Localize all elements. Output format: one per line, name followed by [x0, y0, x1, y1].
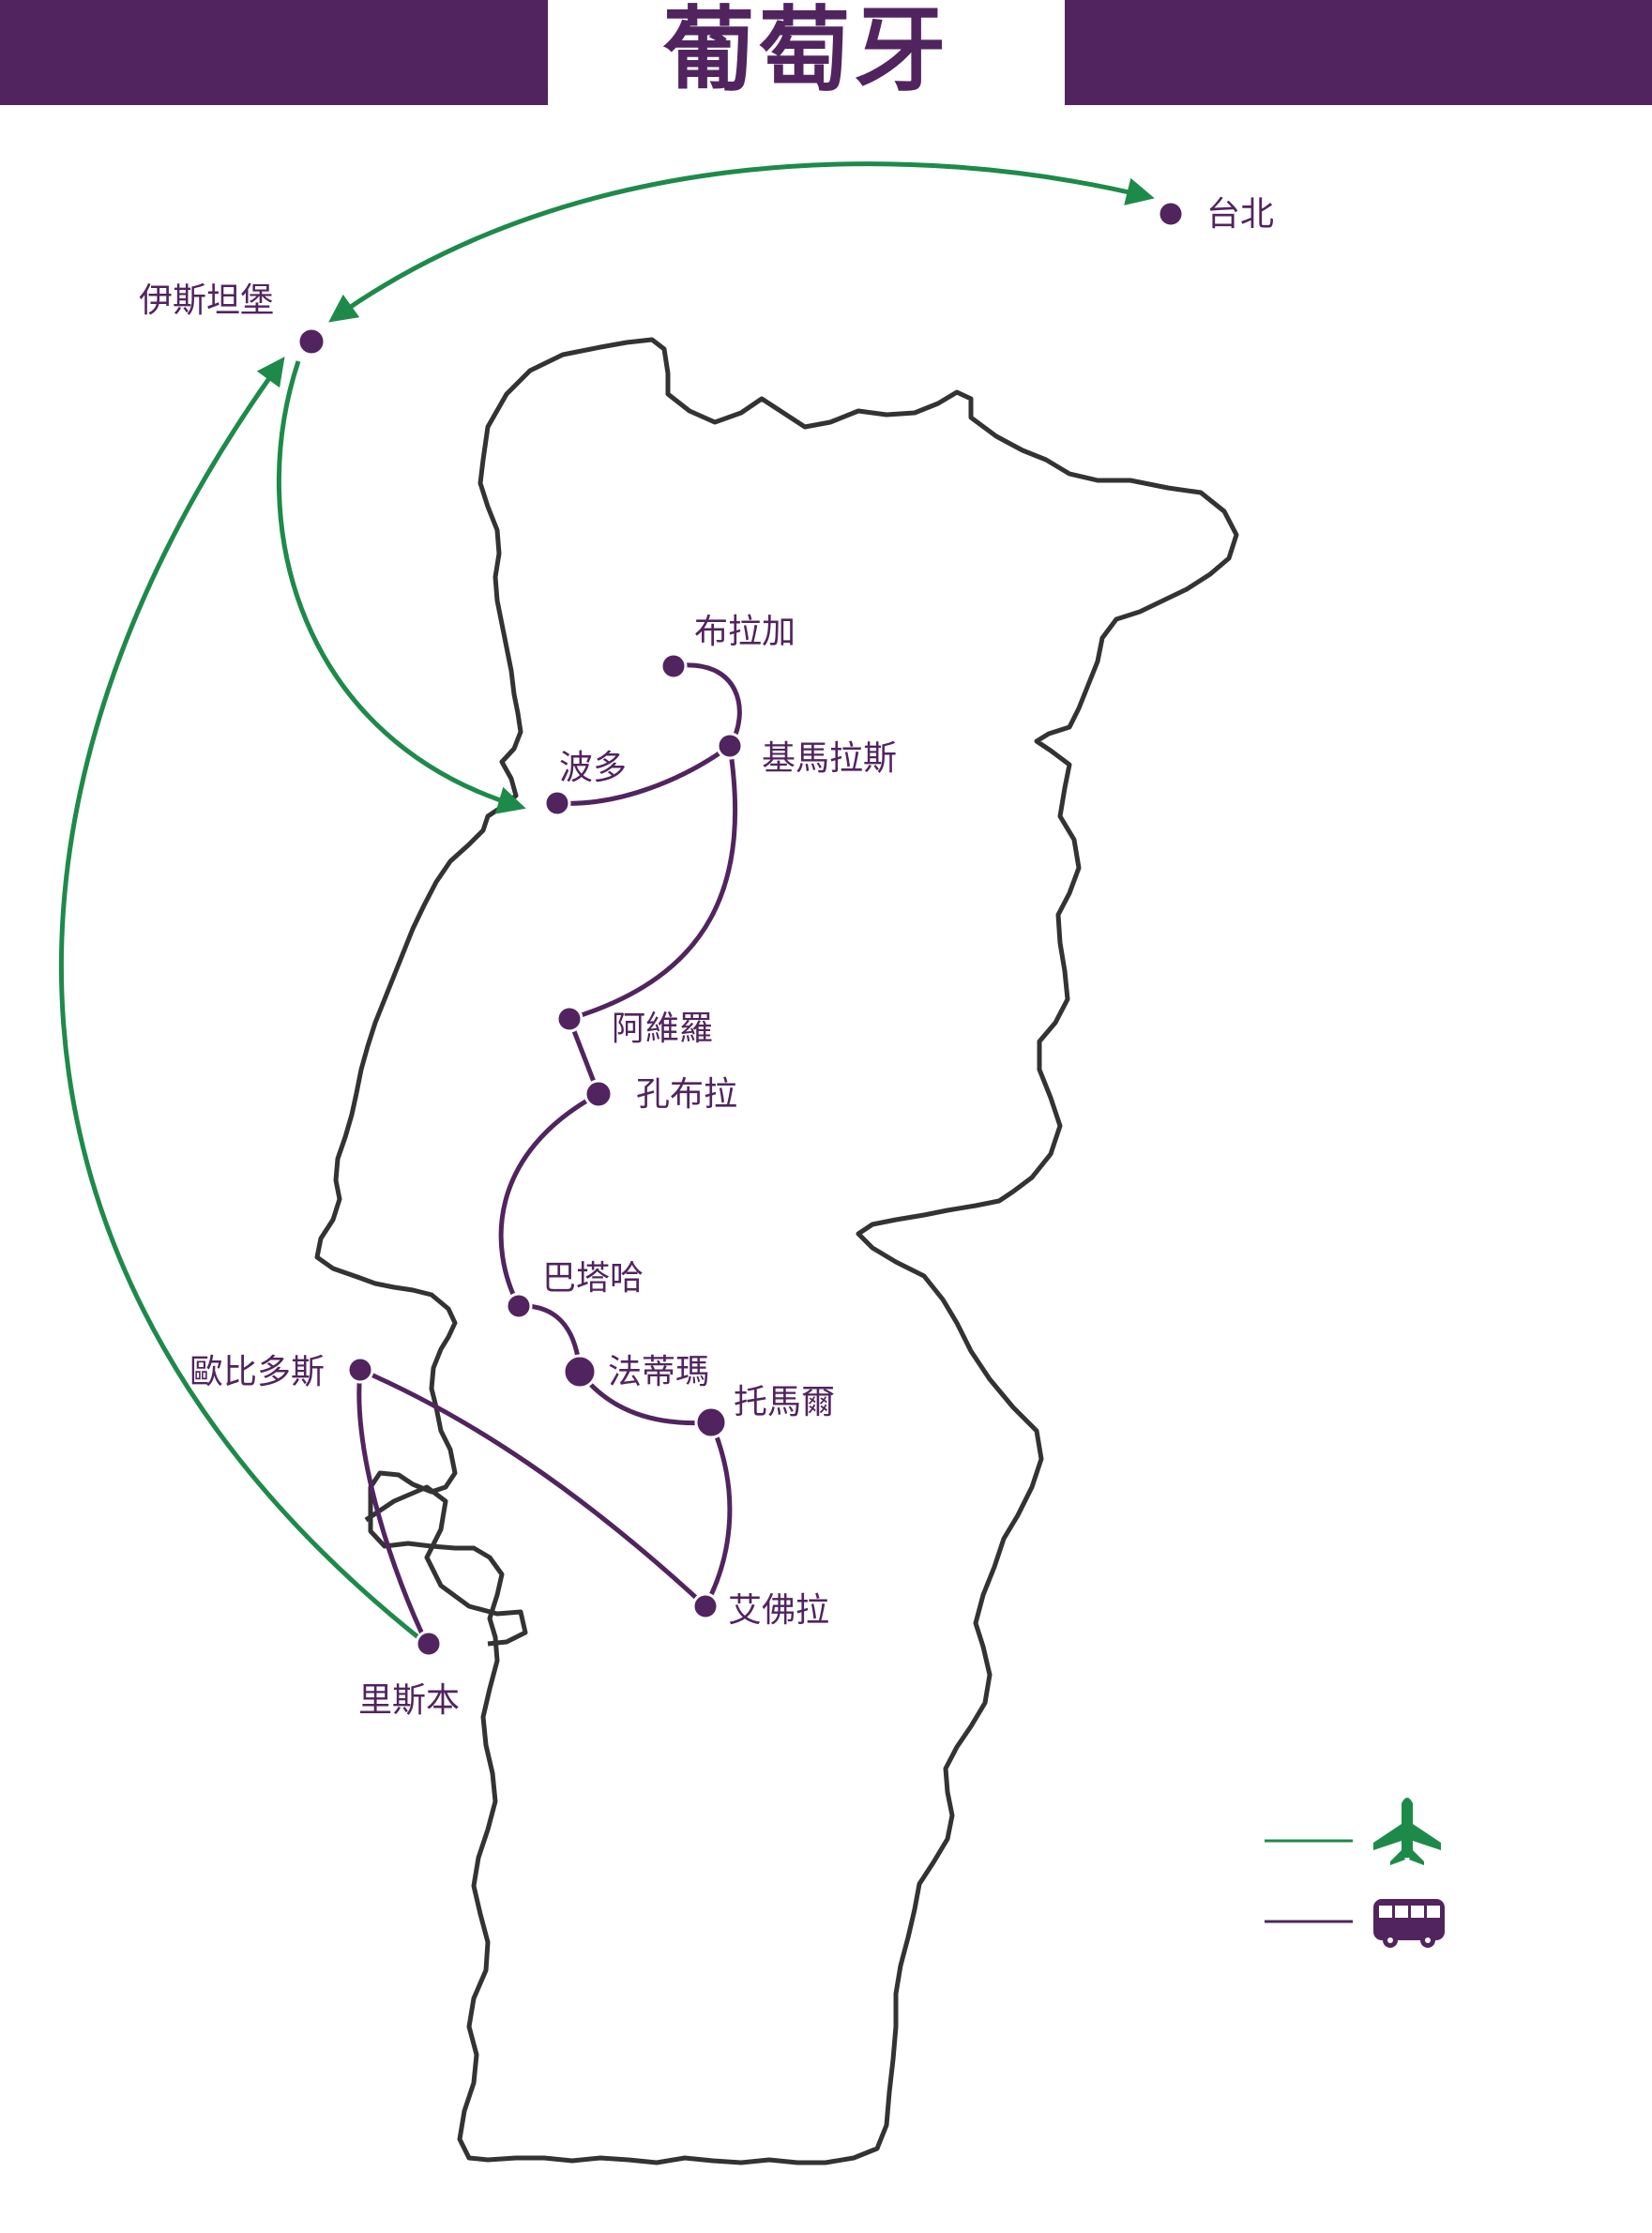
- flight-route-istanbul-porto: [276, 360, 526, 814]
- bus-route-evora-obidos: [359, 1367, 707, 1608]
- city-dot-istanbul: [296, 327, 326, 357]
- city-dot-batalha: [505, 1292, 533, 1320]
- bus-route-guimaraes-porto: [556, 743, 732, 806]
- city-dot-tomar: [694, 1405, 728, 1439]
- city-dot-fatima: [562, 1354, 598, 1390]
- city-dot-lisbon: [415, 1630, 443, 1658]
- bus-icon: [1373, 1899, 1445, 1948]
- airplane-icon: [1373, 1798, 1441, 1865]
- city-markers: [296, 200, 1185, 1658]
- header-bar-right: [1065, 0, 1652, 105]
- city-dot-porto: [543, 789, 571, 817]
- city-label-tomar: 托馬爾: [734, 1383, 835, 1421]
- bus-route-obidos-lisbon: [356, 1369, 430, 1646]
- bus-route-coimbra-batalha: [498, 1091, 600, 1308]
- city-label-lisbon: 里斯本: [358, 1681, 460, 1720]
- city-label-porto: 波多: [559, 749, 627, 787]
- city-label-obidos: 歐比多斯: [189, 1353, 325, 1391]
- city-dot-guimaraes: [716, 732, 744, 760]
- city-dot-braga: [659, 652, 688, 680]
- flight-route-lisbon-istanbul: [58, 357, 426, 1644]
- city-dot-evora: [691, 1592, 720, 1620]
- city-label-aveiro: 阿維羅: [612, 1010, 713, 1048]
- city-label-braga: 布拉加: [694, 613, 796, 651]
- city-dot-aveiro: [555, 1005, 584, 1033]
- header-bar-left: [0, 0, 548, 105]
- city-dot-coimbra: [584, 1079, 614, 1109]
- city-label-fatima: 法蒂瑪: [608, 1353, 709, 1391]
- portugal-outline: [314, 337, 1239, 2165]
- bus-route-tomar-evora: [703, 1421, 733, 1608]
- city-label-evora: 艾佛拉: [728, 1591, 829, 1630]
- flight-route-istanbul-taipei: [328, 161, 1155, 323]
- city-dot-taipei: [1157, 200, 1185, 228]
- legend: [1265, 1798, 1445, 1948]
- city-label-istanbul: 伊斯坦堡: [139, 281, 274, 320]
- city-dot-obidos: [346, 1356, 374, 1384]
- city-label-batalha: 巴塔哈: [542, 1259, 644, 1298]
- city-label-coimbra: 孔布拉: [636, 1075, 737, 1114]
- city-label-guimaraes: 基馬拉斯: [762, 739, 897, 778]
- flight-routes: [58, 161, 1155, 1644]
- city-label-taipei: 台北: [1206, 195, 1274, 234]
- page-title: 葡萄牙: [662, 0, 950, 104]
- bus-route-braga-guimaraes: [673, 662, 742, 748]
- bus-route-guimaraes-aveiro: [568, 745, 737, 1022]
- tagus-estuary: [364, 1484, 528, 1647]
